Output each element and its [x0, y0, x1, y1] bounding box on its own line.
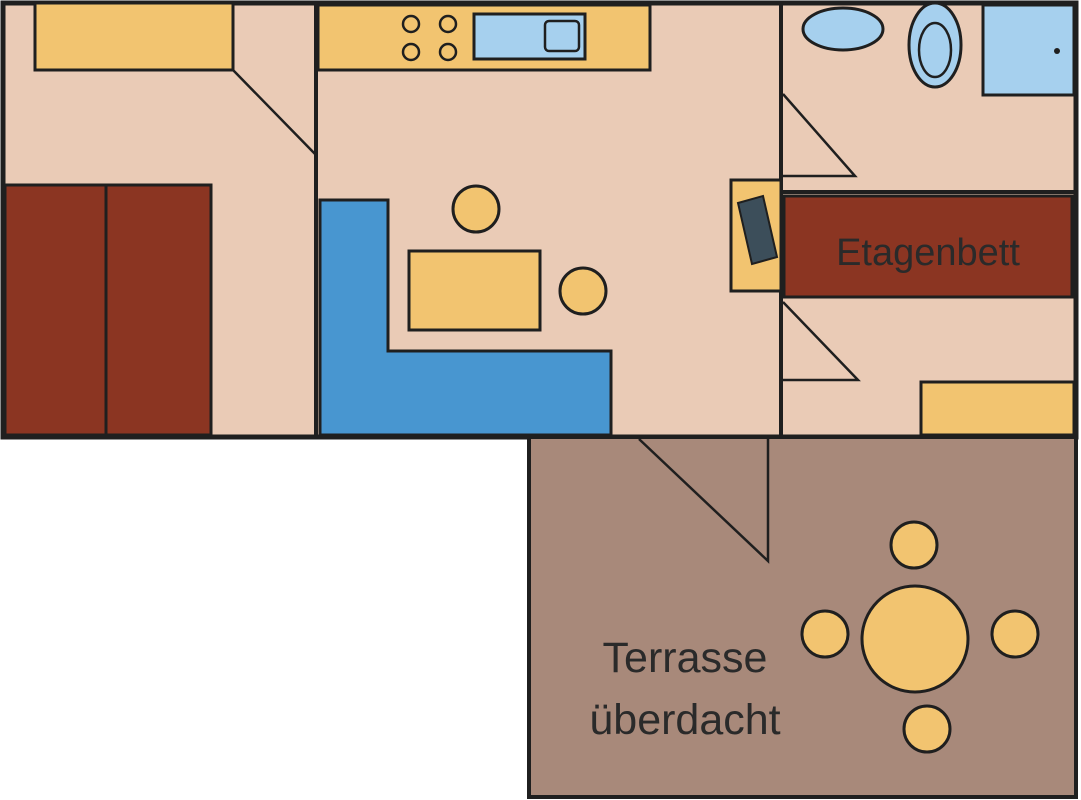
shower: [981, 3, 1076, 97]
dining-table: [407, 249, 542, 332]
bathroom-sink: [801, 6, 885, 52]
bedroom-shelf: [33, 1, 235, 72]
bunk-bed: [782, 194, 1074, 299]
kitchen-sink-basin: [543, 19, 581, 53]
wardrobe: [3, 183, 213, 437]
terrace-label-line2: überdacht: [589, 696, 780, 744]
bunk-bed-label: Etagenbett: [836, 232, 1020, 274]
bunkroom-door-swing: [782, 301, 861, 382]
stove-burner-icon: [401, 42, 421, 62]
shower-drain-icon: [1054, 48, 1060, 54]
terrace-chair: [902, 704, 952, 754]
dining-stool: [451, 184, 501, 234]
bedroom-door-swing: [232, 69, 317, 156]
stove-burner-icon: [438, 42, 458, 62]
terrace-chair: [990, 609, 1040, 659]
toilet-seat: [917, 21, 953, 79]
stove-icon: [736, 194, 779, 266]
bunkroom-shelf: [919, 380, 1076, 437]
dining-stool: [558, 266, 608, 316]
terrace-chair: [889, 520, 939, 570]
terrace-table: [860, 584, 970, 694]
terrace-label-line1: Terrasse: [603, 634, 768, 682]
terrace-door-swing: [638, 438, 770, 564]
bathroom-door-swing: [782, 93, 858, 178]
stove-burner-icon: [438, 14, 458, 34]
stove-burner-icon: [401, 14, 421, 34]
terrace-floor: [527, 435, 1078, 799]
corner-sofa: [318, 198, 613, 437]
terrace-chair: [800, 609, 850, 659]
